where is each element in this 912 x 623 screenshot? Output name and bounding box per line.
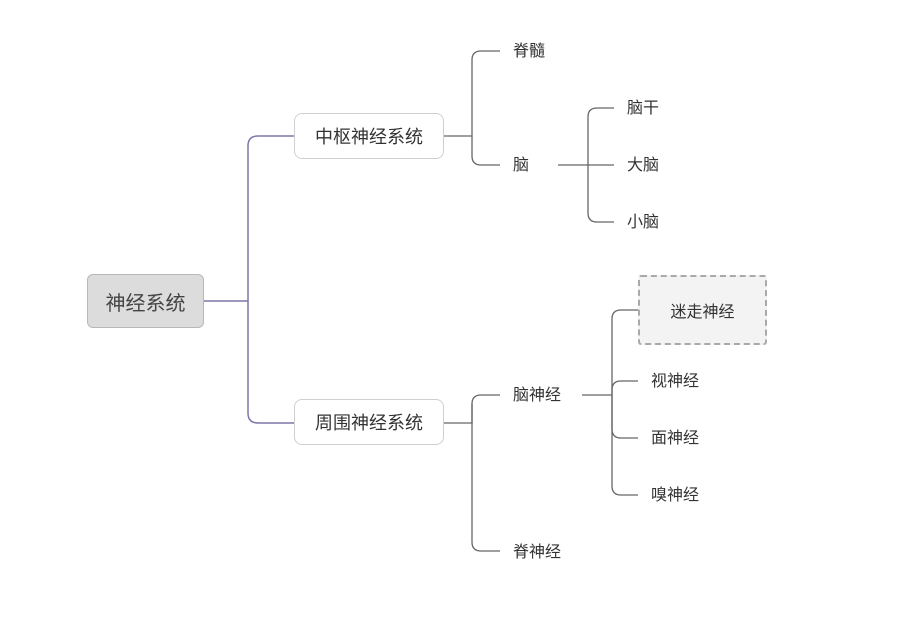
connector-brainstem: [587, 107, 614, 165]
connector-cerebellum: [587, 165, 614, 223]
subtopic-facial-nerve[interactable]: 面神经: [651, 425, 699, 447]
subtopic-cerebrum[interactable]: 大脑: [627, 152, 659, 174]
connector-central-spinal-cord: [443, 50, 500, 137]
subtopic-cranial-nerves[interactable]: 脑神经: [513, 382, 561, 404]
subtopic-cerebellum[interactable]: 小脑: [627, 209, 659, 231]
topic-central-nervous-system[interactable]: 中枢神经系统: [294, 113, 444, 159]
subtopic-spinal-cord-label: 脊髓: [513, 41, 546, 60]
subtopic-brainstem-label: 脑干: [627, 98, 660, 117]
subtopic-vagus-nerve-label: 迷走神经: [670, 302, 735, 321]
connector-facial: [611, 395, 638, 439]
root-node-label: 神经系统: [105, 290, 186, 315]
subtopic-brain-label: 脑: [513, 155, 530, 174]
subtopic-optic-nerve[interactable]: 视神经: [651, 368, 699, 390]
connector-central-brain: [471, 136, 500, 166]
topic-central-label: 中枢神经系统: [315, 127, 423, 148]
subtopic-facial-nerve-label: 面神经: [651, 428, 700, 447]
subtopic-spinal-nerves-label: 脊神经: [513, 542, 562, 561]
connector-olfactory: [611, 395, 638, 496]
subtopic-olfactory-nerve-label: 嗅神经: [651, 485, 700, 504]
connector-peripheral-cranial: [443, 394, 500, 424]
connector-root-peripheral: [247, 301, 295, 424]
subtopic-cerebrum-label: 大脑: [627, 155, 660, 174]
subtopic-cranial-nerves-label: 脑神经: [513, 385, 562, 404]
topic-peripheral-label: 周围神经系统: [315, 413, 423, 434]
subtopic-vagus-nerve-selected[interactable]: 迷走神经: [638, 275, 767, 345]
subtopic-cerebellum-label: 小脑: [627, 212, 660, 231]
root-node-nervous-system[interactable]: 神经系统: [87, 274, 204, 328]
subtopic-spinal-cord[interactable]: 脊髓: [513, 38, 545, 60]
connector-optic: [611, 380, 638, 395]
subtopic-olfactory-nerve[interactable]: 嗅神经: [651, 482, 699, 504]
connector-peripheral-spinal: [471, 404, 500, 552]
connector-root-central: [204, 135, 295, 302]
connector-vagus: [611, 309, 639, 395]
subtopic-spinal-nerves[interactable]: 脊神经: [513, 539, 561, 561]
subtopic-optic-nerve-label: 视神经: [651, 371, 700, 390]
topic-peripheral-nervous-system[interactable]: 周围神经系统: [294, 399, 444, 445]
subtopic-brainstem[interactable]: 脑干: [627, 95, 659, 117]
subtopic-brain[interactable]: 脑: [513, 152, 529, 174]
